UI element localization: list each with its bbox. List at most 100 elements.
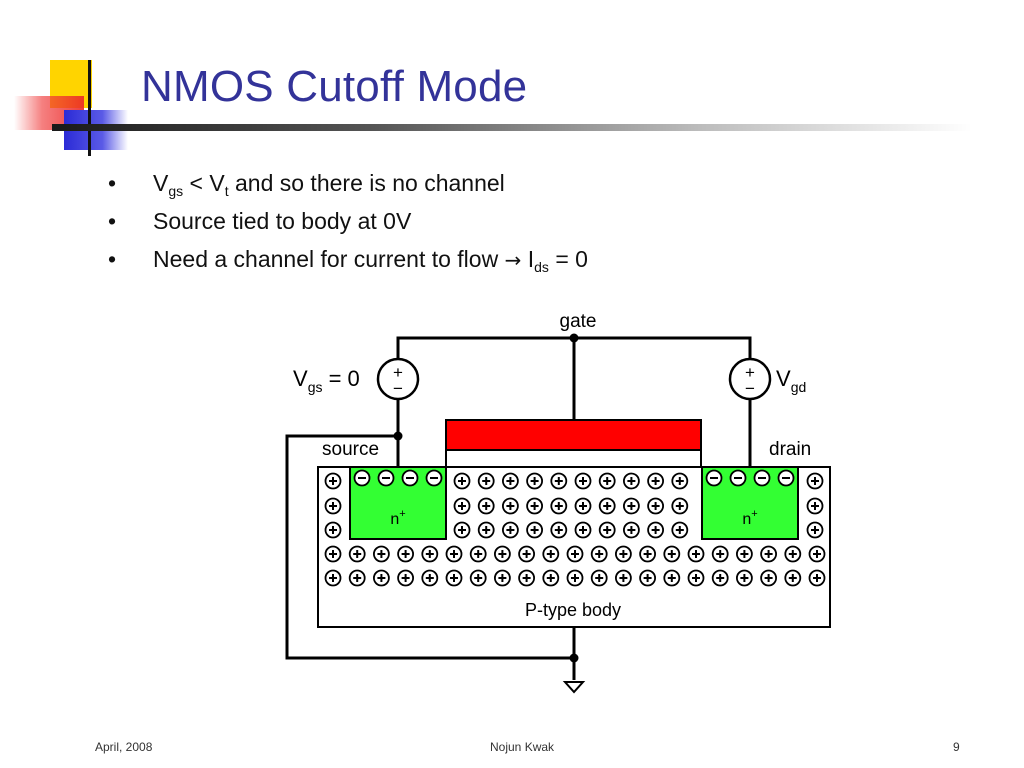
hole-carrier-icon xyxy=(469,569,487,587)
n-plus-drain-label: n+ xyxy=(742,508,757,528)
hole-carrier-icon xyxy=(663,545,681,563)
vgd-label: Vgd xyxy=(776,366,806,395)
n-plus-source-label: n+ xyxy=(390,508,405,528)
hole-carrier-icon xyxy=(477,472,495,490)
hole-carrier-icon xyxy=(671,497,689,515)
electron-carrier-icon xyxy=(729,469,747,487)
logo-vertical-line xyxy=(88,60,91,156)
hole-carrier-icon xyxy=(711,545,729,563)
hole-carrier-icon xyxy=(663,569,681,587)
hole-carrier-icon xyxy=(806,521,824,539)
gate-oxide xyxy=(445,449,702,468)
hole-carrier-icon xyxy=(501,472,519,490)
hole-carrier-icon xyxy=(453,497,471,515)
hole-carrier-icon xyxy=(806,472,824,490)
hole-carrier-icon xyxy=(526,521,543,539)
right-arrow-icon: → xyxy=(504,248,522,272)
bullet-marker: • xyxy=(108,246,117,272)
hole-carrier-icon xyxy=(806,497,824,515)
hole-carrier-icon xyxy=(639,569,656,587)
hole-carrier-icon xyxy=(397,569,415,587)
vgd-minus-sign: − xyxy=(745,379,755,398)
drain-label: drain xyxy=(769,439,811,460)
hole-carrier-icon xyxy=(590,569,608,587)
hole-carrier-icon xyxy=(550,497,568,515)
hole-carrier-icon xyxy=(623,497,640,515)
bullet-vgs-lt-vt: •Vgs < Vt and so there is no channel xyxy=(108,166,588,204)
hole-carrier-icon xyxy=(598,521,616,539)
hole-carrier-icon xyxy=(590,545,608,563)
hole-carrier-icon xyxy=(324,545,342,563)
hole-carrier-icon xyxy=(784,569,802,587)
hole-carrier-icon xyxy=(453,472,471,490)
electron-carrier-icon xyxy=(425,469,443,487)
hole-carrier-icon xyxy=(647,497,664,515)
hole-carrier-icon xyxy=(421,569,439,587)
vgs-plus-sign: + xyxy=(393,363,403,382)
hole-carrier-icon xyxy=(518,545,535,563)
hole-carrier-icon xyxy=(574,497,592,515)
footer-author: Nojun Kwak xyxy=(490,740,555,754)
hole-carrier-icon xyxy=(687,545,705,563)
hole-carrier-icon xyxy=(477,521,495,539)
hole-carrier-icon xyxy=(736,545,753,563)
gate-junction-dot xyxy=(569,333,579,343)
hole-carrier-icon xyxy=(623,521,640,539)
source-junction-dot xyxy=(393,431,403,441)
electron-carrier-icon xyxy=(753,469,771,487)
electron-carrier-icon xyxy=(777,469,795,487)
hole-carrier-icon xyxy=(550,472,568,490)
body-tie-wire xyxy=(285,434,574,660)
hole-carrier-icon xyxy=(445,569,463,587)
hole-carrier-icon xyxy=(526,472,543,490)
p-type-body-label: P-type body xyxy=(525,600,621,620)
vgd-plus-sign: + xyxy=(745,363,755,382)
hole-carrier-icon xyxy=(574,472,592,490)
hole-carrier-icon xyxy=(324,569,342,587)
bullet-list: •Vgs < Vt and so there is no channel •So… xyxy=(108,166,588,280)
hole-carrier-icon xyxy=(501,521,519,539)
hole-carrier-icon xyxy=(542,569,560,587)
hole-carrier-icon xyxy=(372,545,390,563)
source-label: source xyxy=(322,439,379,460)
hole-carrier-icon xyxy=(647,472,664,490)
hole-carrier-icon xyxy=(808,569,826,587)
bullet-need-channel: •Need a channel for current to flow → Id… xyxy=(108,242,588,280)
ground-icon xyxy=(562,681,586,694)
hole-carrier-icon xyxy=(566,545,584,563)
ground-junction-dot xyxy=(569,653,579,663)
hole-carrier-icon xyxy=(397,545,415,563)
hole-carrier-icon xyxy=(493,545,511,563)
hole-carrier-icon xyxy=(469,545,487,563)
title-underline-rule xyxy=(52,124,972,131)
vgd-voltage-source: + − xyxy=(728,357,772,401)
bullet-marker: • xyxy=(108,170,117,196)
electron-carrier-icon xyxy=(705,469,723,487)
bullet-marker: • xyxy=(108,208,117,234)
hole-carrier-icon xyxy=(711,569,729,587)
charge-carriers xyxy=(324,469,826,587)
hole-carrier-icon xyxy=(808,545,826,563)
hole-carrier-icon xyxy=(324,521,342,539)
electron-carrier-icon xyxy=(353,469,371,487)
hole-carrier-icon xyxy=(671,521,689,539)
slide-title: NMOS Cutoff Mode xyxy=(141,62,528,111)
footer-date: April, 2008 xyxy=(95,740,153,754)
hole-carrier-icon xyxy=(615,569,632,587)
hole-carrier-icon xyxy=(453,521,471,539)
hole-carrier-icon xyxy=(647,521,664,539)
hole-carrier-icon xyxy=(348,545,366,563)
bullet-source-tied: •Source tied to body at 0V xyxy=(108,204,588,242)
vgs-label: Vgs = 0 xyxy=(293,366,360,395)
hole-carrier-icon xyxy=(687,569,705,587)
vgs-voltage-source: + − xyxy=(376,357,420,401)
hole-carrier-icon xyxy=(598,497,616,515)
hole-carrier-icon xyxy=(477,497,495,515)
hole-carrier-icon xyxy=(445,545,463,563)
gate-label: gate xyxy=(560,311,597,332)
hole-carrier-icon xyxy=(324,497,342,515)
hole-carrier-icon xyxy=(598,472,616,490)
hole-carrier-icon xyxy=(372,569,390,587)
hole-carrier-icon xyxy=(542,545,560,563)
